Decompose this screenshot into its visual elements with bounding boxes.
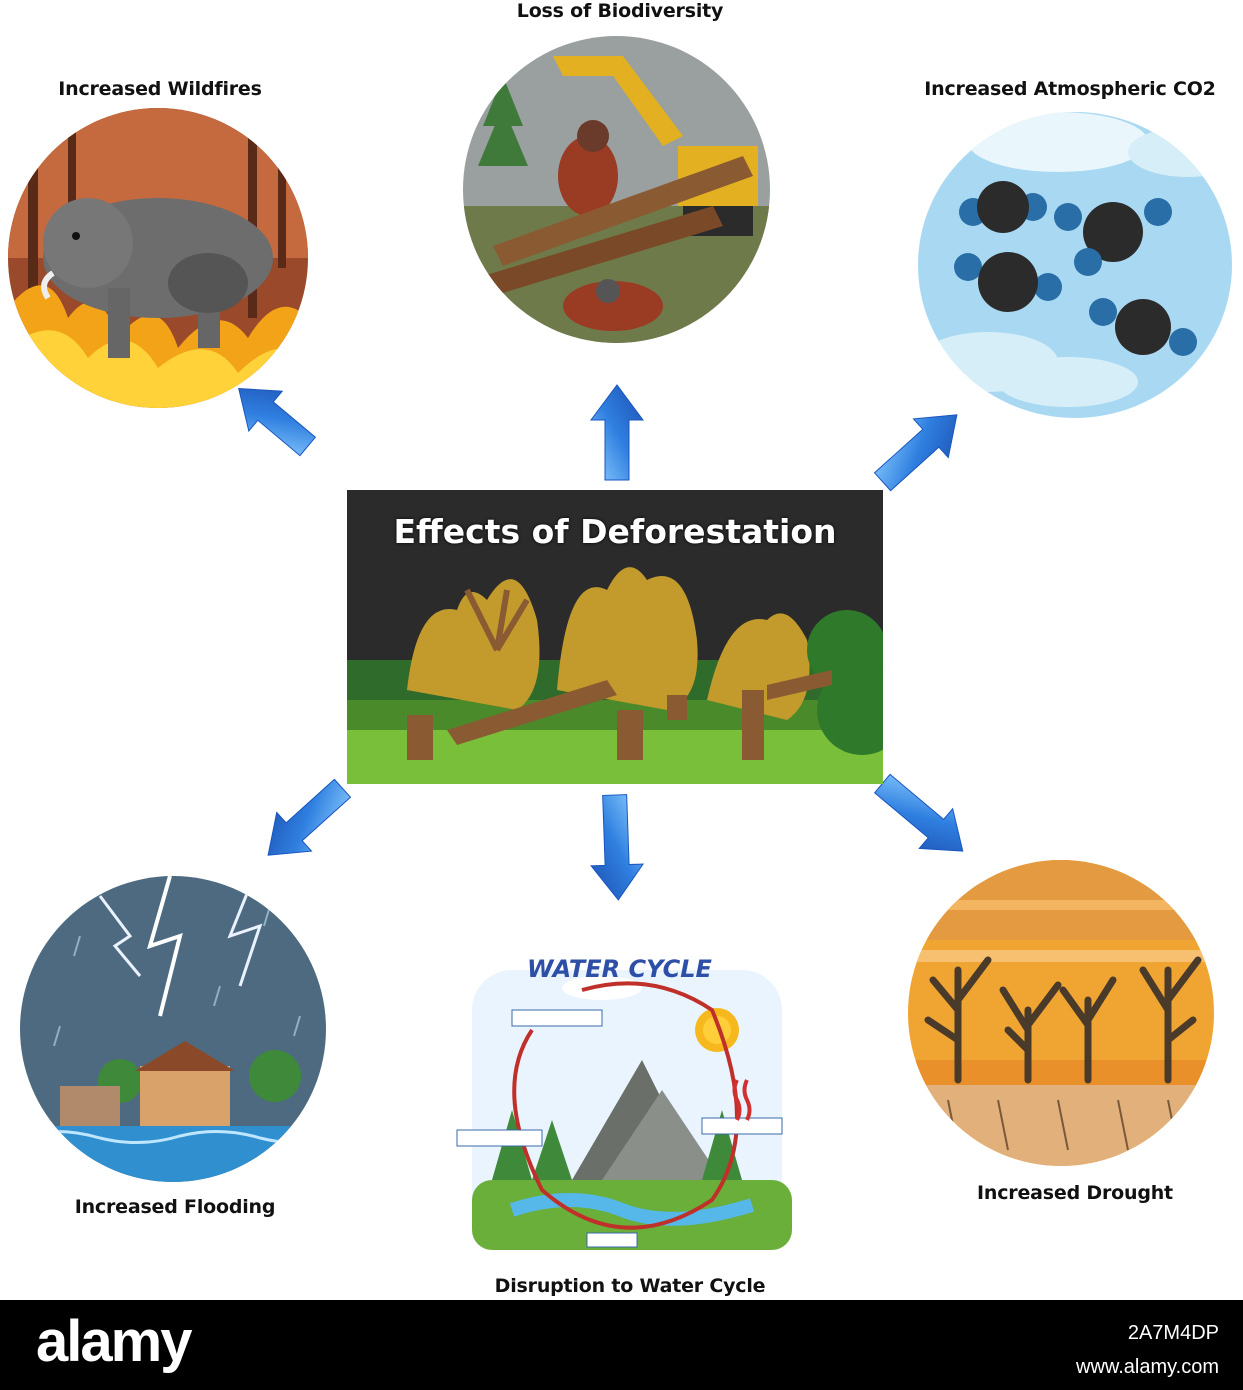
arrow-to-flooding xyxy=(267,778,352,856)
water-cycle-illustration xyxy=(452,950,797,1260)
label-drought: Increased Drought xyxy=(977,1182,1173,1204)
label-flooding: Increased Flooding xyxy=(74,1196,276,1218)
arrow-to-water-cycle xyxy=(590,794,645,901)
center-panel: Effects of Deforestation xyxy=(347,490,883,784)
co2-molecule-1 xyxy=(959,181,1047,233)
arrow-to-biodiversity xyxy=(590,384,644,481)
arrow-to-co2 xyxy=(873,414,958,492)
footer-bar: alamy 2A7M4DP www.alamy.com xyxy=(0,1300,1243,1390)
water-cycle-title: WATER CYCLE xyxy=(527,955,712,983)
label-biodiversity: Loss of Biodiversity xyxy=(516,0,724,22)
co2-molecule-3 xyxy=(954,252,1062,312)
label-wildfires: Increased Wildfires xyxy=(58,78,262,100)
label-water-cycle: Disruption to Water Cycle xyxy=(494,1275,766,1297)
footer-url: www.alamy.com xyxy=(1076,1356,1219,1378)
label-co2: Increased Atmospheric CO2 xyxy=(924,78,1216,100)
footer-logo: alamy xyxy=(36,1309,192,1374)
center-title: Effects of Deforestation xyxy=(393,512,837,551)
co2-illustration xyxy=(918,112,1232,418)
footer-image-id: 2A7M4DP xyxy=(1127,1322,1219,1344)
flooding-illustration xyxy=(20,876,326,1182)
drought-illustration xyxy=(908,860,1214,1166)
wildfires-illustration xyxy=(8,108,308,408)
co2-molecule-2 xyxy=(1054,198,1172,276)
co2-molecule-4 xyxy=(1089,298,1197,356)
biodiversity-illustration xyxy=(463,36,770,343)
